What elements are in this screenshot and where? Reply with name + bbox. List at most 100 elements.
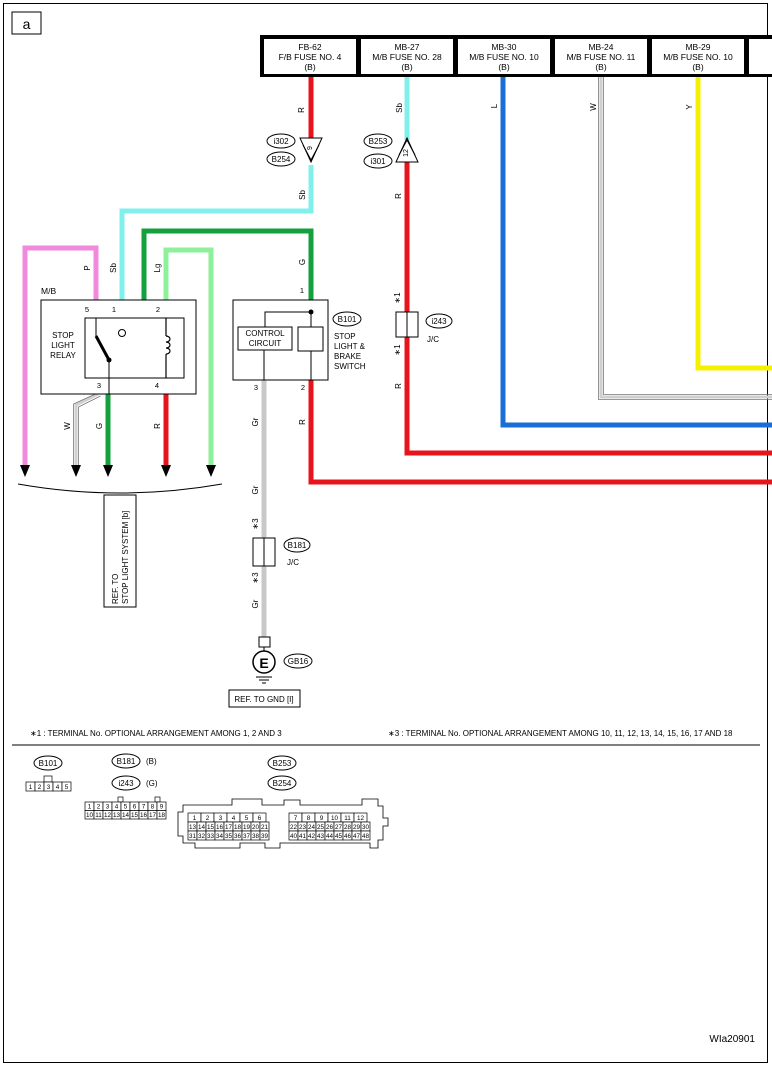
pin-number: 41: [299, 833, 307, 840]
connector-pin: 24: [306, 821, 317, 832]
pin-number: 8: [307, 815, 311, 822]
footer-code: WIa20901: [709, 1034, 755, 1045]
star-mark: ∗3: [251, 518, 260, 530]
pin-number: 24: [308, 824, 316, 831]
connector-pin: 4: [52, 781, 63, 792]
control-circuit-line: CIRCUIT: [249, 339, 282, 348]
relay-pin: 3: [97, 381, 101, 390]
connector-color: (G): [146, 779, 158, 788]
pin-number: 11: [95, 812, 102, 819]
pin-number: 3: [219, 815, 223, 822]
connector-pin: 18: [232, 821, 243, 832]
star-mark: ∗1: [393, 344, 402, 356]
pin-number: 10: [331, 815, 339, 822]
connector-pin: 15: [205, 821, 216, 832]
switch-name-line: LIGHT &: [334, 342, 366, 351]
pin-number: 17: [225, 824, 233, 831]
arrow-r: [161, 465, 171, 477]
connector-pin: 1: [187, 812, 202, 823]
relay-pin: 1: [112, 305, 116, 314]
pin-number: 5: [245, 815, 249, 822]
connector-pin: 1: [84, 801, 95, 811]
connector-pin: 34: [214, 830, 225, 841]
pin-number: 40: [290, 833, 298, 840]
pin-number: 16: [216, 824, 224, 831]
thin-wires: [74, 77, 772, 468]
fuse-cell-fb62: FB-62 F/B FUSE NO. 4 (B): [264, 39, 356, 74]
ref-to-gnd: REF. TO GND [I]: [234, 695, 293, 704]
arrow-heads: [20, 465, 216, 477]
pin-number: 31: [189, 833, 197, 840]
star-mark: ∗1: [393, 292, 402, 304]
pin-number: 9: [307, 146, 314, 150]
fuse-color: (B): [304, 62, 316, 72]
connector-pin: 31: [187, 830, 198, 841]
wire-r-jc-i243: [404, 162, 772, 456]
pin-number: 19: [243, 824, 251, 831]
control-circuit-line: CONTROL: [245, 329, 285, 338]
connector-pin: 10: [84, 810, 95, 820]
page-frame: [3, 3, 768, 1063]
star-mark: ∗3: [251, 572, 260, 584]
switch-pin: 1: [300, 286, 304, 295]
connector-label: B254: [272, 155, 291, 164]
fuse-color: (B): [498, 62, 510, 72]
connector-pin: 29: [351, 821, 362, 832]
wire-label: R: [394, 383, 403, 389]
connector-pin: 5: [239, 812, 254, 823]
pin-number: 42: [308, 833, 316, 840]
connector-pin: 9: [156, 801, 167, 811]
arrow-p: [20, 465, 30, 477]
pin-number: 27: [335, 824, 343, 831]
pin-number: 1: [88, 804, 92, 811]
connector-i302-b254: 9 i302 B254: [266, 133, 323, 167]
switch-pin: 3: [254, 383, 258, 392]
connector-label: i302: [273, 137, 289, 146]
connector-label: B181: [117, 757, 136, 766]
ref-line: STOP LIGHT SYSTEM [b]: [121, 511, 130, 604]
connector-pin: 13: [187, 821, 198, 832]
fuse-id: MB-30: [491, 42, 516, 52]
fuse-id: MB-27: [394, 42, 419, 52]
connector-pin: 22: [288, 821, 299, 832]
relay-box-label: M/B: [41, 286, 56, 296]
connector-pin: 39: [259, 830, 270, 841]
connector-pin: 3: [102, 801, 113, 811]
pin-number: 11: [344, 815, 351, 822]
connector-pin: 4: [111, 801, 122, 811]
relay-coil-icon: [165, 318, 171, 378]
fuse-id: FB-62: [298, 42, 321, 52]
pin-number: 3: [106, 804, 110, 811]
connector-label: B254: [273, 779, 292, 788]
relay-pin: 5: [85, 305, 89, 314]
arrow-w: [71, 465, 81, 477]
connector-label: B253: [369, 137, 388, 146]
pin-number: 44: [326, 833, 334, 840]
connector-pin: 6: [252, 812, 267, 823]
fuse-color: (B): [692, 62, 704, 72]
connector-pin: 35: [223, 830, 234, 841]
connector-pin: 47: [351, 830, 362, 841]
fuse-color: (B): [401, 62, 413, 72]
pin-number: 34: [216, 833, 224, 840]
pin-number: 6: [258, 815, 262, 822]
connector-pin: 9: [314, 812, 329, 823]
pin-number: 23: [299, 824, 307, 831]
pin-number: 26: [326, 824, 334, 831]
connector-pin: 26: [324, 821, 335, 832]
pin-number: 2: [38, 784, 42, 791]
jc-label: J/C: [287, 558, 299, 567]
pin-number: 35: [225, 833, 233, 840]
pin-number: 18: [158, 812, 166, 819]
ground-gb16: E GB16 REF. TO GND [I]: [228, 636, 313, 708]
pin-number: 1: [29, 784, 33, 791]
pin-number: 12: [104, 812, 112, 819]
connector-pin: 36: [232, 830, 243, 841]
page-letter: a: [23, 16, 31, 32]
wire-label: L: [490, 103, 499, 108]
pin-number: 33: [207, 833, 215, 840]
connector-pin: 12: [102, 810, 113, 820]
connector-pin: 5: [120, 801, 131, 811]
pin-number: 37: [243, 833, 251, 840]
